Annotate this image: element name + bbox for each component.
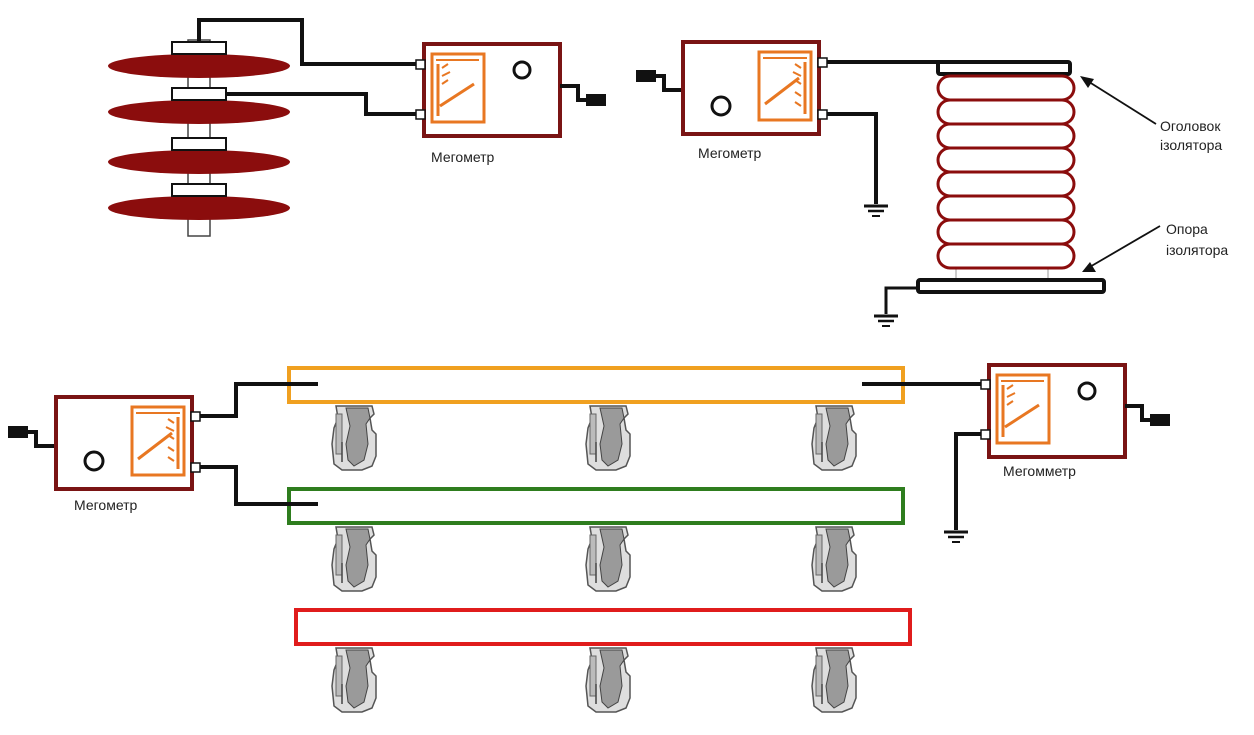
- pointer-arrow: [1085, 79, 1157, 125]
- crank-handle-icon: [560, 84, 606, 106]
- megohmmeter-icon: [422, 42, 562, 138]
- meter-terminal: [190, 462, 201, 473]
- test-lead-wire: [197, 18, 418, 66]
- busbar-support-insulator-icon: [331, 647, 377, 713]
- busbar-support-insulator-icon: [331, 526, 377, 592]
- pointer-arrow: [1087, 225, 1161, 269]
- busbar-phase-b: [287, 487, 905, 525]
- crank-handle-icon: [1125, 404, 1170, 426]
- crank-handle-icon: [636, 70, 682, 92]
- busbar-support-insulator-icon: [585, 405, 631, 471]
- meter-terminal: [415, 109, 426, 120]
- ground-wire: [884, 286, 918, 314]
- base-label-line1: Опора: [1166, 221, 1208, 237]
- crank-handle-icon: [8, 426, 56, 448]
- post-insulator-icon: [916, 60, 1106, 294]
- meter-terminal: [980, 429, 991, 440]
- test-lead-wire: [200, 382, 318, 418]
- base-label-line2: ізолятора: [1166, 242, 1228, 258]
- pointer-arrowhead: [1082, 262, 1096, 272]
- meter-terminal: [415, 59, 426, 70]
- meter-label: Мегометр: [74, 497, 138, 513]
- ground-symbol-icon: [872, 314, 900, 328]
- busbar-support-insulator-icon: [811, 647, 857, 713]
- test-lead-wire: [827, 112, 878, 204]
- busbar-phase-c: [294, 608, 912, 646]
- busbar-support-insulator-icon: [811, 526, 857, 592]
- busbar-phase-a: [287, 366, 905, 404]
- busbar-support-insulator-icon: [585, 647, 631, 713]
- test-lead-wire: [954, 432, 981, 530]
- ground-symbol-icon: [862, 204, 890, 218]
- ground-symbol-icon: [942, 530, 970, 544]
- meter-label: Мегомметр: [1003, 463, 1076, 479]
- busbar-support-insulator-icon: [811, 405, 857, 471]
- meter-terminal: [190, 411, 201, 422]
- meter-terminal: [817, 57, 828, 68]
- meter-label: Мегометр: [698, 145, 762, 161]
- suspension-insulator-string-icon: [108, 39, 290, 237]
- meter-label: Мегометр: [431, 149, 495, 165]
- megohmmeter-icon: [54, 395, 194, 491]
- cap-label-line1: Оголовок: [1160, 118, 1221, 134]
- test-lead-wire: [226, 92, 418, 116]
- megohmmeter-icon: [681, 40, 821, 136]
- meter-terminal: [817, 109, 828, 120]
- megohmmeter-icon: [987, 363, 1127, 459]
- cap-label-line2: ізолятора: [1160, 137, 1222, 153]
- pointer-arrowhead: [1080, 76, 1094, 88]
- meter-terminal: [980, 379, 991, 390]
- busbar-support-insulator-icon: [331, 405, 377, 471]
- busbar-support-insulator-icon: [585, 526, 631, 592]
- test-lead-wire: [200, 465, 318, 506]
